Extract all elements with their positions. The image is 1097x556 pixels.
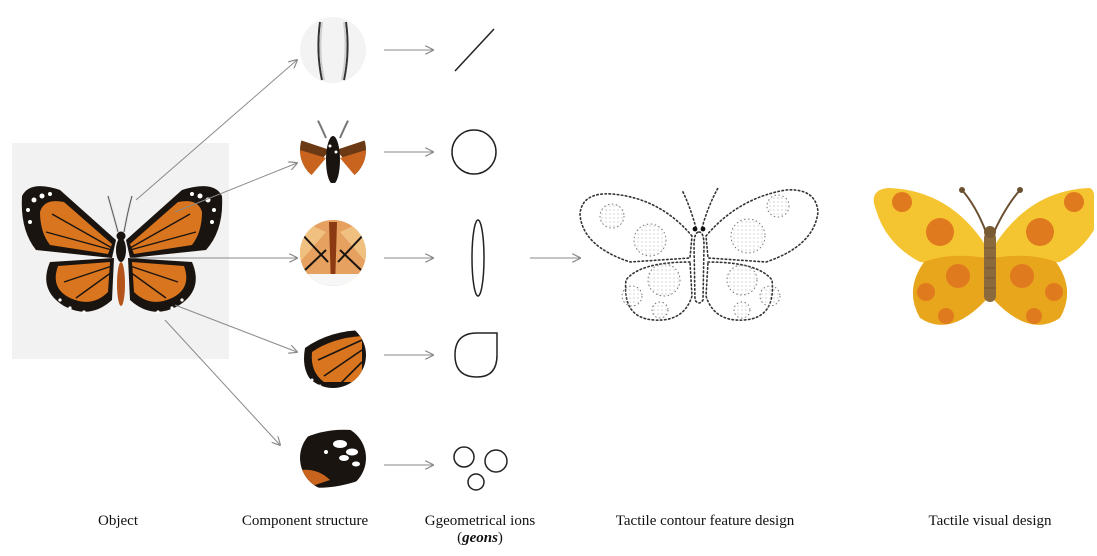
contour-right-upper-wing <box>706 190 818 262</box>
component-antennae <box>300 17 366 83</box>
caption-tactile-visual: Tactile visual design <box>900 513 1080 530</box>
caption-object: Object <box>68 513 168 530</box>
caption-geons: Ggeometrical ions (geons) <box>405 513 555 547</box>
tactile-contour-butterfly <box>580 188 818 320</box>
visual-body <box>984 232 996 302</box>
component-thorax <box>300 117 366 184</box>
component-hind-wing <box>300 322 366 388</box>
geons-column <box>452 29 507 490</box>
caption-component-structure: Component structure <box>215 513 395 530</box>
contour-antenna-left <box>682 190 696 228</box>
geon-teardrop <box>455 333 497 377</box>
component-fore-wing-tip <box>300 425 366 491</box>
contour-antenna-right <box>702 188 718 228</box>
geon-circle <box>452 130 496 174</box>
caption-geons-line2: (geons) <box>405 530 555 547</box>
tactile-visual-butterfly <box>874 187 1094 325</box>
caption-geons-line1: Ggeometrical ions <box>405 513 555 530</box>
contour-left-upper-wing <box>580 194 692 262</box>
contour-body <box>694 232 704 303</box>
geon-line <box>455 29 494 71</box>
component-to-geon-arrows <box>384 50 433 465</box>
caption-tactile-contour: Tactile contour feature design <box>590 513 820 530</box>
object-photo <box>12 143 229 359</box>
geon-ellipse <box>472 220 484 296</box>
geon-three-circles <box>454 447 507 490</box>
component-abdomen <box>300 220 366 286</box>
caption-geons-word: geons <box>462 530 498 546</box>
